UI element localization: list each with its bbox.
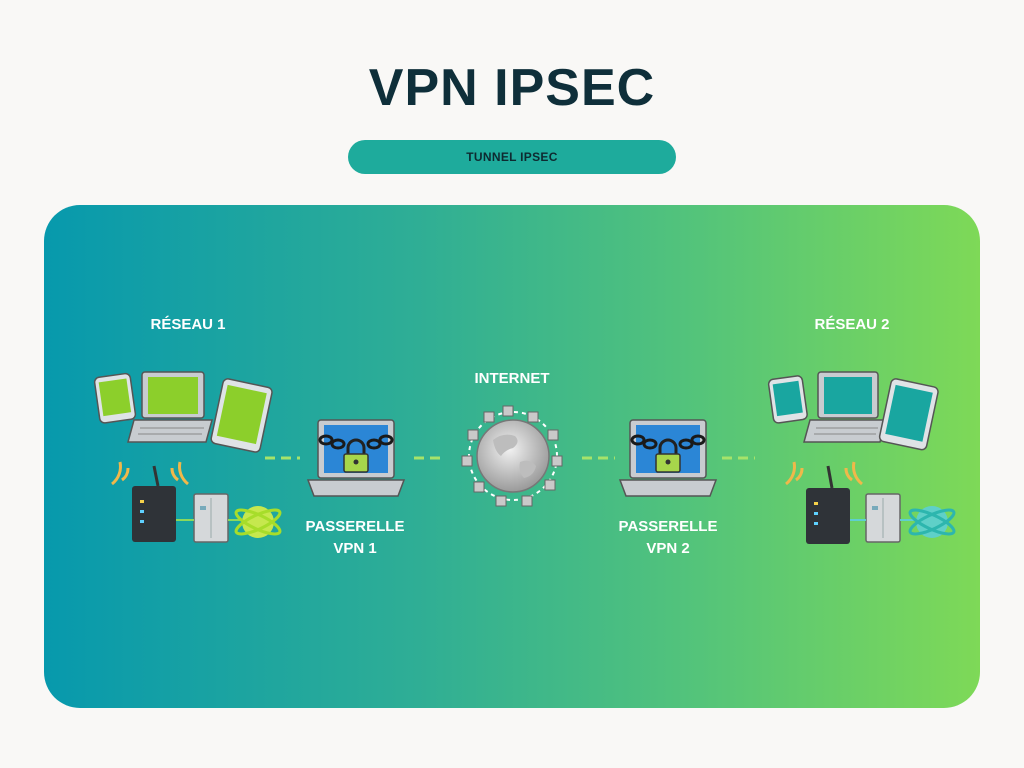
network2-label: RÉSEAU 2 xyxy=(814,316,890,333)
padlock-icon xyxy=(655,438,681,473)
wifi-waves-icon xyxy=(111,461,189,486)
modem-icon xyxy=(193,493,229,543)
tunnel-ipsec-label: TUNNEL IPSEC xyxy=(466,150,558,164)
network1-label: RÉSEAU 1 xyxy=(150,316,226,333)
wifi-waves-icon xyxy=(785,461,863,486)
gateway2-laptop-icon xyxy=(618,419,718,497)
gateway2-label: PASSERELLE VPN 2 xyxy=(618,518,718,557)
chain-icon xyxy=(630,434,706,450)
network2-devices xyxy=(767,371,956,544)
network1-devices xyxy=(93,371,282,543)
wifi-router-icon xyxy=(132,465,176,542)
laptop-icon xyxy=(127,371,213,443)
gateway1-laptop-icon xyxy=(306,419,406,497)
chain-icon xyxy=(318,434,394,450)
laptop-icon xyxy=(803,371,887,443)
network-globe-icon xyxy=(234,506,282,538)
tunnel-ipsec-pill: TUNNEL IPSEC xyxy=(348,140,676,174)
phone-icon xyxy=(767,375,808,424)
tablet-icon xyxy=(210,378,273,453)
modem-icon xyxy=(865,493,901,543)
gateway1-label: PASSERELLE VPN 1 xyxy=(305,518,405,557)
internet-label: INTERNET xyxy=(474,370,550,387)
network-globe-icon xyxy=(908,506,956,538)
page-title: VPN IPSEC xyxy=(368,59,656,117)
padlock-icon xyxy=(343,438,369,473)
internet-globe-icon xyxy=(461,405,563,507)
wifi-router-icon xyxy=(806,465,850,544)
phone-icon xyxy=(93,372,137,424)
tablet-icon xyxy=(878,378,939,451)
